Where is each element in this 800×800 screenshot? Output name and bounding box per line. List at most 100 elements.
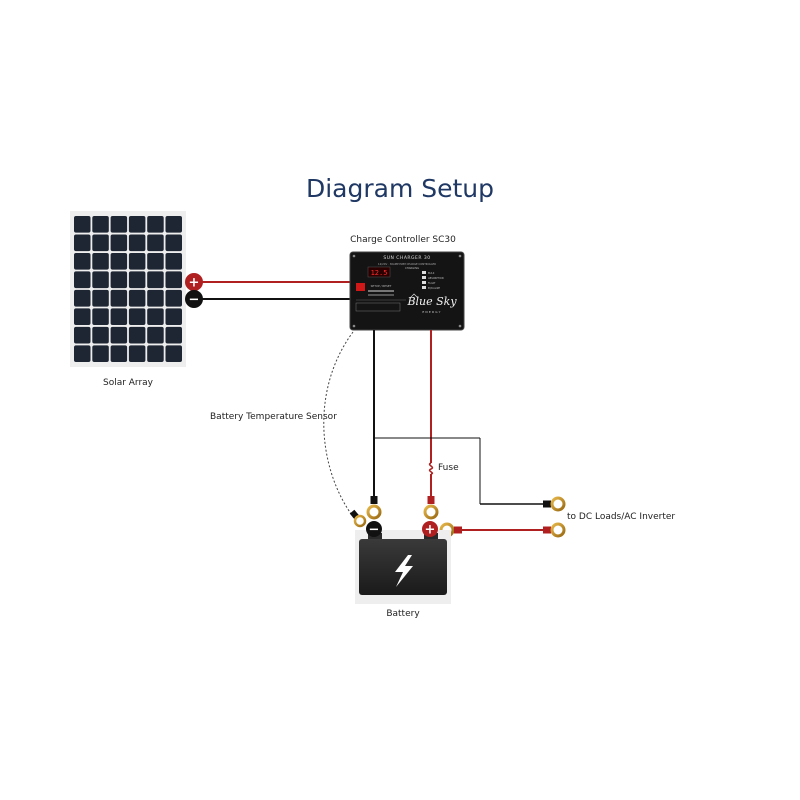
solar-cell xyxy=(74,345,91,363)
fuse-icon xyxy=(428,462,434,475)
led-indicator xyxy=(422,286,426,289)
solar-cell xyxy=(92,271,109,289)
solar-array xyxy=(70,211,186,367)
dc-loads-label: to DC Loads/AC Inverter xyxy=(567,512,676,522)
solar-cell xyxy=(165,308,182,326)
controller-model: SUN CHARGER 30 xyxy=(383,255,430,261)
solar-cell xyxy=(92,345,109,363)
solar-cell xyxy=(110,234,128,252)
solar-cell xyxy=(147,271,164,289)
solar-cell xyxy=(110,271,128,289)
ring-lug-load-positive xyxy=(543,522,566,538)
solar-cell xyxy=(110,252,128,270)
solar-cell xyxy=(92,308,109,326)
page-title: Diagram Setup xyxy=(305,174,495,203)
solar-cell xyxy=(92,216,109,233)
ring-lug-positive-battery xyxy=(423,496,439,520)
solar-cell xyxy=(128,308,146,326)
ring-lug-load-negative xyxy=(543,496,566,512)
solar-frame xyxy=(70,211,186,367)
ring-terminal-icon xyxy=(550,496,566,512)
ring-lug-negative-battery xyxy=(366,496,382,520)
solar-cell xyxy=(128,289,146,307)
solar-cell xyxy=(128,252,146,270)
charge-controller: SUN CHARGER 30 12/24V · 30AMP PWM CHARGE… xyxy=(349,251,465,331)
ring-lug-sensor xyxy=(349,509,367,528)
led-column: BULK ABSORPTION FLOAT EQUALIZE xyxy=(422,271,444,290)
solar-wires xyxy=(200,281,352,300)
reset-label: SETUP / RESET xyxy=(371,284,392,288)
solar-array-label: Solar Array xyxy=(102,378,154,388)
solar-cell xyxy=(92,326,109,344)
lug-sleeve xyxy=(370,496,378,504)
screw-icon xyxy=(352,254,356,258)
led-indicator xyxy=(422,281,426,284)
battery xyxy=(355,530,451,604)
solar-cell xyxy=(110,345,128,363)
solar-cell xyxy=(128,326,146,344)
solar-cell xyxy=(74,308,91,326)
fuse-label: Fuse xyxy=(438,463,459,473)
positive-terminal-icon xyxy=(185,273,203,291)
solar-cell xyxy=(128,216,146,233)
solar-cell xyxy=(147,326,164,344)
solar-cell xyxy=(74,326,91,344)
controller-display xyxy=(367,266,391,278)
lug-sleeve xyxy=(454,526,462,534)
solar-cell xyxy=(110,308,128,326)
negative-terminal-icon xyxy=(366,521,382,537)
solar-negative-terminal: − xyxy=(185,290,203,308)
negative-terminal-icon xyxy=(185,290,203,308)
ring-terminal-icon xyxy=(366,504,382,520)
solar-cell xyxy=(110,289,128,307)
negative-sign: − xyxy=(189,293,200,308)
solar-cell xyxy=(128,271,146,289)
positive-sign: + xyxy=(189,276,200,291)
brand-subtitle: ENERGY xyxy=(422,310,441,314)
positive-sign: + xyxy=(425,523,436,538)
screw-icon xyxy=(458,324,462,328)
solar-cell xyxy=(128,345,146,363)
lightning-bolt-icon xyxy=(395,555,413,587)
brand-logo: Blue Sky xyxy=(406,295,457,308)
battery-label: Battery xyxy=(386,609,420,619)
lug-sleeve xyxy=(427,496,435,504)
lug-sleeve xyxy=(543,526,551,534)
solar-cell xyxy=(147,234,164,252)
solar-cell xyxy=(165,289,182,307)
controller-slot xyxy=(368,290,394,292)
solar-cell xyxy=(74,216,91,233)
ring-terminal-icon xyxy=(353,514,367,528)
solar-cell xyxy=(147,345,164,363)
solar-cell xyxy=(165,345,182,363)
solar-cell xyxy=(110,216,128,233)
lug-sleeve xyxy=(543,500,551,508)
solar-cell xyxy=(92,234,109,252)
ring-terminal-icon xyxy=(550,522,566,538)
ring-terminal-icon xyxy=(423,504,439,520)
solar-cell xyxy=(147,216,164,233)
solar-cell xyxy=(165,326,182,344)
led-label: ABSORPTION xyxy=(428,277,444,280)
solar-cell xyxy=(74,234,91,252)
solar-cell xyxy=(147,289,164,307)
solar-cell xyxy=(74,289,91,307)
positive-terminal-icon xyxy=(422,521,438,537)
inline-fuse xyxy=(428,462,434,475)
reset-button xyxy=(356,283,365,291)
solar-cell xyxy=(110,326,128,344)
solar-cell xyxy=(92,289,109,307)
screw-icon xyxy=(352,324,356,328)
solar-cells xyxy=(74,216,182,363)
solar-positive-terminal: + xyxy=(185,273,203,291)
battery-wires xyxy=(373,330,432,500)
led-indicator xyxy=(422,271,426,274)
solar-cell xyxy=(165,216,182,233)
led-label: EQUALIZE xyxy=(428,287,440,290)
solar-cell xyxy=(165,252,182,270)
negative-sign: − xyxy=(369,523,380,538)
led-label: BULK xyxy=(428,272,435,275)
controller-label: Charge Controller SC30 xyxy=(350,235,456,245)
battery-negative-terminal: − xyxy=(366,521,382,538)
